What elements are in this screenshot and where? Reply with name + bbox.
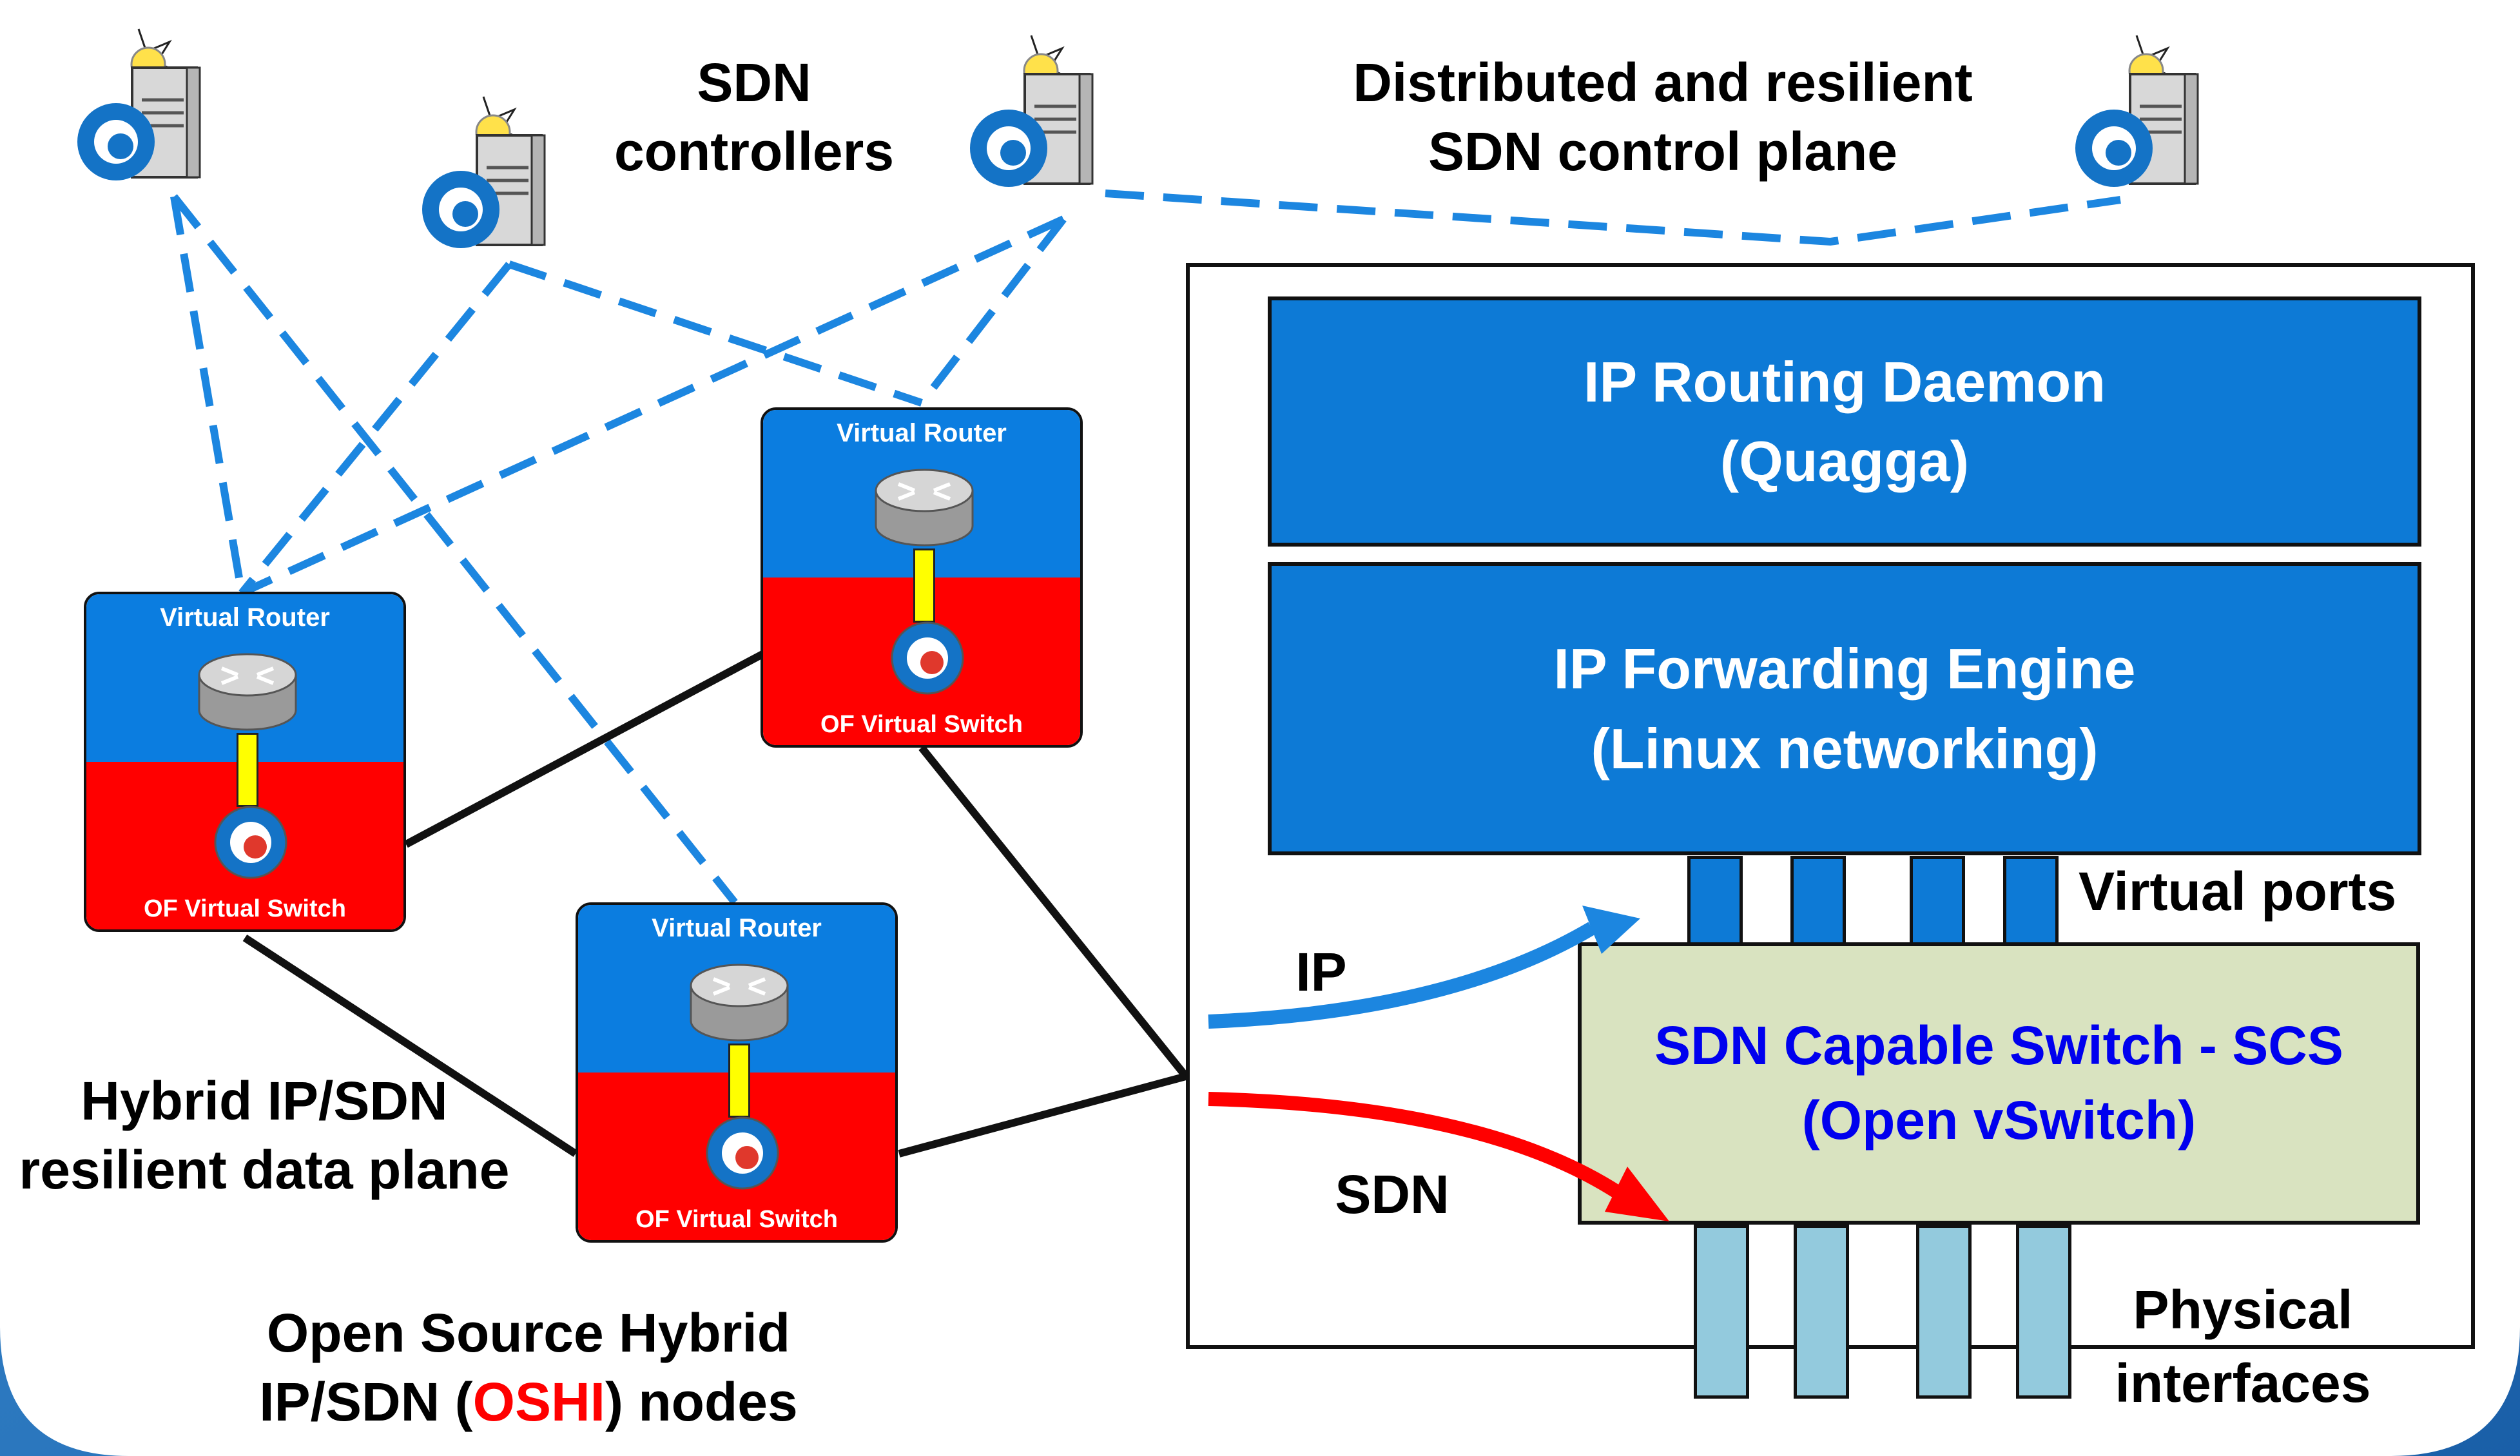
sdn-arrow	[1208, 1092, 1622, 1199]
control-link	[240, 215, 1065, 597]
control-link	[1105, 189, 2121, 246]
oshi-node: Virtual Router OF Virtual Switch	[84, 592, 406, 932]
virtual-router-label: Virtual Router	[160, 603, 330, 632]
physical-interface	[1794, 1225, 1849, 1399]
virtual-router-label: Virtual Router	[652, 914, 822, 942]
control-link	[918, 217, 1067, 405]
routing-daemon-block: IP Routing Daemon (Quagga)	[1268, 296, 2421, 547]
virtual-ports-label: Virtual ports	[2079, 861, 2397, 922]
of-virtual-switch-label: OF Virtual Switch	[820, 711, 1023, 738]
sdn-controller-icon	[2075, 35, 2199, 187]
control-link	[171, 194, 738, 905]
data-link	[898, 1073, 1187, 1158]
control-plane-links	[170, 189, 2121, 905]
oshi-node: Virtual Router OF Virtual Switch	[576, 902, 898, 1243]
openflow-switch-icon	[891, 621, 964, 695]
sdn-arrowhead	[1605, 1167, 1669, 1221]
sdn-controller-icon	[970, 35, 1094, 187]
control-plane-label: Distributed and resilient SDN control pl…	[1353, 52, 1973, 182]
ip-arrow	[1208, 922, 1596, 1029]
of-virtual-switch-label: OF Virtual Switch	[144, 895, 346, 922]
ip-arrowhead	[1582, 906, 1640, 954]
oshi-node: Virtual Router OF Virtual Switch	[761, 407, 1083, 748]
data-link	[404, 650, 764, 848]
internal-link	[728, 1043, 750, 1118]
virtual-router-label: Virtual Router	[837, 419, 1007, 447]
sdn-arrow-label: SDN	[1335, 1164, 1449, 1225]
router-icon	[690, 964, 789, 1042]
data-link	[918, 745, 1189, 1079]
physical-interfaces-label: Physical interfaces	[2115, 1279, 2371, 1414]
virtual-port	[1687, 856, 1743, 946]
sdn-capable-switch-block: SDN Capable Switch - SCS (Open vSwitch)	[1578, 942, 2420, 1225]
sdn-controllers-label: SDN controllers	[614, 52, 895, 182]
sdn-controller-icon	[77, 28, 201, 180]
router-icon	[875, 469, 974, 547]
forwarding-engine-block: IP Forwarding Engine (Linux networking)	[1268, 562, 2421, 855]
router-icon	[198, 653, 297, 731]
internal-link	[237, 733, 258, 807]
oshi-nodes-label: Open Source Hybrid IP/SDN (OSHI) nodes	[259, 1303, 798, 1432]
ip-arrow-label: IP	[1295, 942, 1347, 1002]
openflow-switch-icon	[214, 806, 287, 879]
of-virtual-switch-label: OF Virtual Switch	[635, 1206, 838, 1233]
openflow-switch-icon	[706, 1116, 779, 1190]
oshi-acronym: OSHI	[472, 1371, 606, 1432]
control-link	[238, 262, 512, 596]
physical-interface	[1916, 1225, 1972, 1399]
data-link	[242, 934, 578, 1158]
control-link	[170, 195, 246, 594]
physical-interface	[1694, 1225, 1749, 1399]
data-plane-label: Hybrid IP/SDN resilient data plane	[19, 1071, 510, 1200]
data-plane-links	[242, 650, 1189, 1158]
internal-link	[913, 548, 935, 623]
control-link	[508, 260, 923, 407]
physical-interface	[2016, 1225, 2071, 1399]
sdn-controller-icon	[422, 96, 546, 248]
